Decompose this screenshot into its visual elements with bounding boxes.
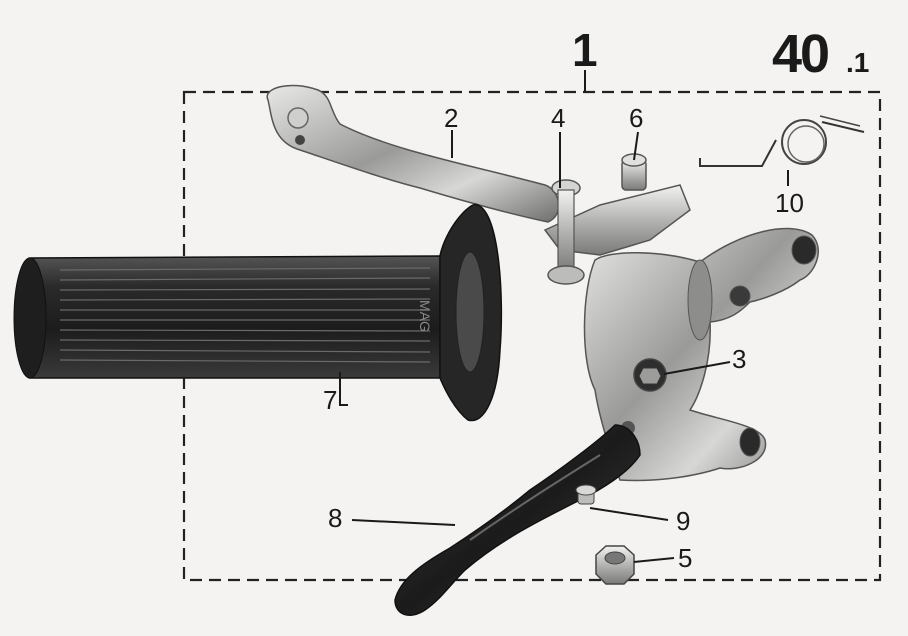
grip-marking: MAG — [417, 300, 433, 332]
callout-9: 9 — [676, 506, 690, 536]
callout-2: 2 — [444, 103, 458, 133]
spring-part-10 — [699, 115, 865, 167]
assembly-number: 1 — [572, 24, 598, 76]
plate-number-sub: .1 — [846, 47, 869, 78]
pivot-pin-part-4 — [547, 179, 585, 285]
lower-lever-part-8 — [394, 424, 641, 616]
upper-lever-part-2 — [266, 84, 560, 223]
callout-8: 8 — [328, 503, 342, 533]
callout-leaders — [339, 130, 789, 563]
screw-part-9 — [575, 484, 597, 505]
plate-number: 40 .1 — [772, 24, 869, 84]
callout-6: 6 — [629, 103, 643, 133]
callout-labels: 2 3 4 5 6 7 8 9 10 — [323, 103, 804, 573]
handlebar-grip-part-7: MAG — [13, 203, 503, 422]
callout-5: 5 — [678, 543, 692, 573]
callout-4: 4 — [551, 103, 565, 133]
callout-3: 3 — [732, 344, 746, 374]
nut-part-5 — [595, 545, 635, 585]
screw-part-3 — [633, 358, 667, 392]
callout-7: 7 — [323, 385, 337, 415]
plate-number-main: 40 — [772, 24, 828, 84]
assembly-frame — [182, 70, 882, 582]
callout-10: 10 — [775, 188, 804, 218]
